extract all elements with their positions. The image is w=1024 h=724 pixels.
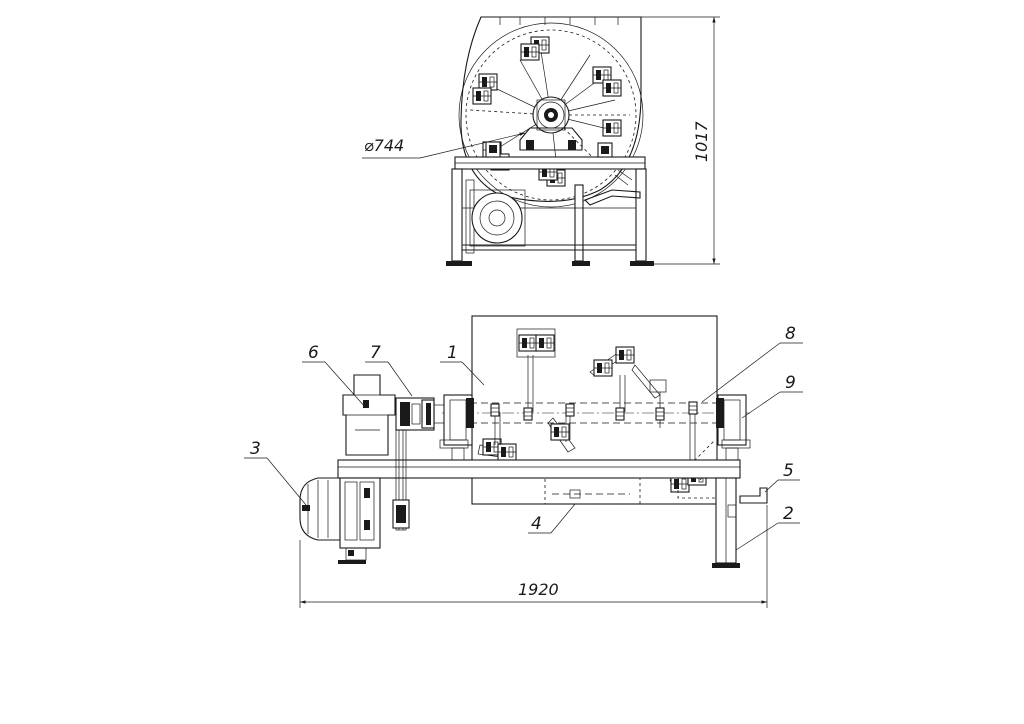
gate-handle	[739, 487, 768, 504]
coupling	[395, 397, 445, 431]
right-bearing	[716, 394, 751, 461]
part-label-3: 3	[250, 439, 261, 459]
part-leaders: 6 7 1 3 4 8 9 5 2	[244, 324, 803, 551]
width-dimension-text: 1920	[518, 580, 559, 599]
support-leg	[712, 477, 740, 568]
blade-arms	[477, 328, 709, 493]
diameter-dimension-text: ⌀744	[364, 136, 404, 155]
part-label-7: 7	[370, 343, 381, 363]
width-dimension: 1920	[299, 505, 768, 608]
shaft-hub	[519, 96, 583, 151]
part-label-2: 2	[783, 504, 794, 524]
height-dimension: 1017	[641, 16, 720, 265]
drum-circle	[458, 22, 644, 208]
electric-motor	[299, 477, 381, 564]
left-bearing	[439, 394, 474, 461]
discharge-gate	[544, 469, 641, 505]
gearbox	[342, 374, 396, 456]
side-view	[299, 315, 768, 568]
end-view	[446, 16, 654, 266]
part-label-6: 6	[308, 343, 319, 363]
diameter-leader: ⌀744	[362, 132, 526, 159]
part-label-8: 8	[785, 324, 796, 344]
height-dimension-text: 1017	[692, 120, 711, 162]
motor-pulley-end	[471, 192, 523, 244]
frame-beam	[337, 459, 741, 479]
part-label-9: 9	[785, 373, 796, 393]
part-label-5: 5	[783, 461, 794, 481]
part-label-1: 1	[447, 343, 458, 363]
part-label-4: 4	[531, 514, 542, 534]
belt-drive	[384, 429, 410, 531]
